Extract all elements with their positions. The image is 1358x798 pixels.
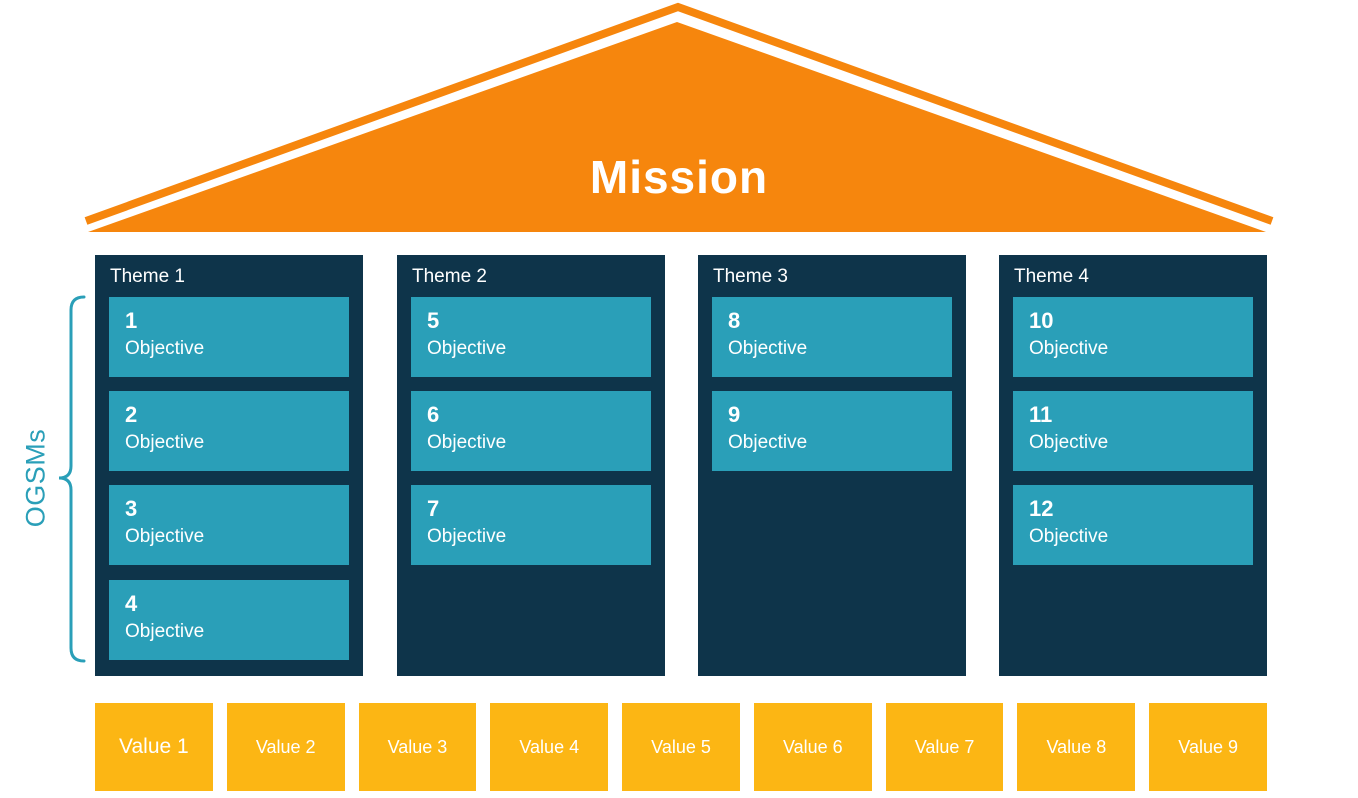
theme-pillar-2: Theme 2 5 Objective 6 Objective 7 Object…	[397, 255, 665, 676]
objective-number: 3	[125, 496, 138, 521]
objective-number: 7	[427, 496, 440, 521]
objective-number: 4	[125, 591, 138, 616]
values-row: Value 1 Value 2 Value 3 Value 4 Value 5 …	[95, 703, 1268, 791]
objective-card: 5 Objective	[411, 297, 651, 377]
value-card: Value 6	[753, 703, 872, 791]
objective-label: Objective	[728, 431, 808, 453]
objective-label: Objective	[1029, 525, 1109, 547]
roof-triangle	[88, 22, 1266, 232]
value-card: Value 7	[885, 703, 1004, 791]
theme-pillar-4: Theme 4 10 Objective 11 Objective 12 Obj…	[999, 255, 1267, 676]
objective-card: 8 Objective	[712, 297, 952, 377]
objective-card: 1 Objective	[109, 297, 349, 377]
objective-number: 2	[125, 402, 138, 427]
objective-number: 8	[728, 308, 741, 333]
value-card: Value 4	[490, 703, 609, 791]
objective-label: Objective	[427, 525, 507, 547]
objective-card: 12 Objective	[1013, 485, 1253, 565]
value-card: Value 1	[95, 703, 213, 791]
objective-card: 2 Objective	[109, 391, 349, 471]
objective-label: Objective	[125, 525, 205, 547]
objective-label: Objective	[125, 620, 205, 642]
objective-label: Objective	[1029, 337, 1109, 359]
value-card: Value 2	[226, 703, 345, 791]
value-card: Value 9	[1149, 703, 1268, 791]
objective-label: Objective	[1029, 431, 1109, 453]
mission-title: Mission	[589, 151, 769, 203]
ogsm-brace	[58, 295, 86, 663]
ogsm-label: OGSMs	[20, 428, 51, 528]
objective-card: 9 Objective	[712, 391, 952, 471]
value-card: Value 3	[358, 703, 477, 791]
theme-title: Theme 4	[1014, 266, 1089, 287]
objective-number: 12	[1029, 496, 1054, 521]
objective-card: 3 Objective	[109, 485, 349, 565]
objective-label: Objective	[427, 337, 507, 359]
objective-card: 10 Objective	[1013, 297, 1253, 377]
value-card: Value 5	[622, 703, 740, 791]
objective-card: 4 Objective	[109, 580, 349, 660]
roof-graphic	[84, 2, 1274, 232]
roof-stripe	[84, 2, 1274, 225]
objective-label: Objective	[125, 431, 205, 453]
theme-title: Theme 2	[412, 266, 487, 287]
objective-number: 10	[1029, 308, 1054, 333]
objective-card: 7 Objective	[411, 485, 651, 565]
objective-number: 9	[728, 402, 741, 427]
value-card: Value 8	[1017, 703, 1136, 791]
objective-label: Objective	[728, 337, 808, 359]
objective-number: 5	[427, 308, 440, 333]
objective-label: Objective	[125, 337, 205, 359]
theme-title: Theme 1	[110, 266, 185, 287]
theme-pillar-1: Theme 1 1 Objective 2 Objective 3 Object…	[95, 255, 363, 676]
objective-label: Objective	[427, 431, 507, 453]
objective-card: 11 Objective	[1013, 391, 1253, 471]
objective-card: 6 Objective	[411, 391, 651, 471]
objective-number: 11	[1029, 402, 1053, 427]
objective-number: 1	[125, 308, 138, 333]
theme-title: Theme 3	[713, 266, 788, 287]
objective-number: 6	[427, 402, 440, 427]
theme-pillar-3: Theme 3 8 Objective 9 Objective	[698, 255, 966, 676]
